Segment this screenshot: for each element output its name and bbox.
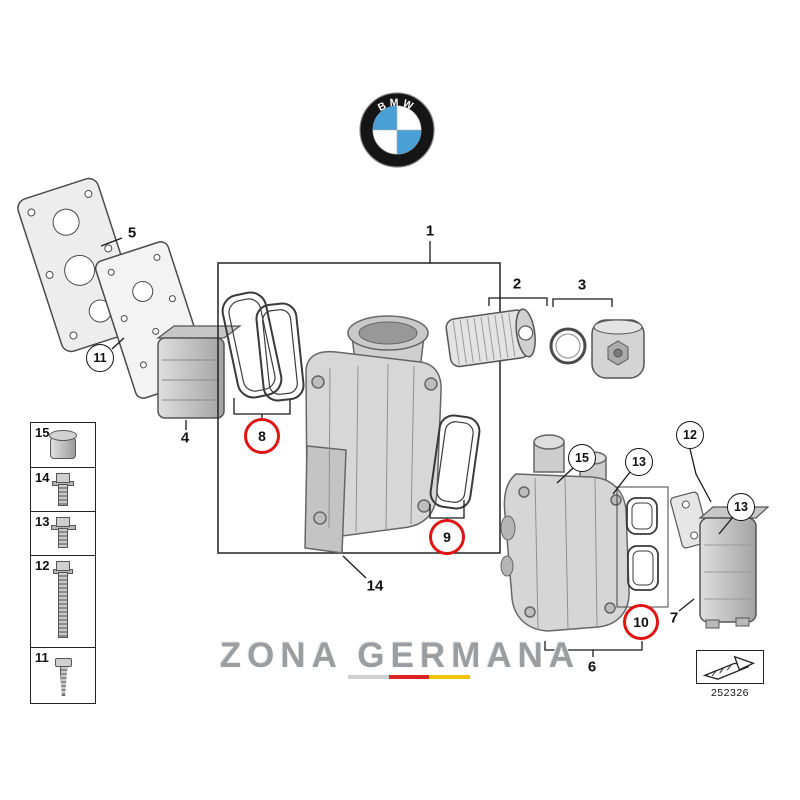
fastener-label: 15 <box>35 425 50 440</box>
callout-2: 2 <box>512 275 522 293</box>
fastener-row-11: 11 <box>31 647 95 703</box>
watermark: ZONA GERMANA <box>0 636 800 676</box>
callout-10: 10 <box>623 604 659 640</box>
fastener-label: 14 <box>35 470 50 485</box>
flag-stripe-black <box>348 675 389 679</box>
callout-8: 8 <box>244 418 280 454</box>
oil-filter-housing-2 <box>500 434 630 632</box>
flag-stripe-red <box>388 675 430 679</box>
callout-9: 9 <box>429 519 465 555</box>
flag-stripe-gold <box>429 675 471 679</box>
bmw-logo-text: BMW <box>376 98 414 114</box>
german-flag-stripe <box>348 675 471 679</box>
watermark-text: ZONA GERMANA <box>219 636 581 675</box>
bmw-roundel-icon: BMW <box>359 92 435 168</box>
profile-gasket-9 <box>429 414 481 510</box>
profile-gasket-10b <box>627 545 659 591</box>
callout-14: 14 <box>366 577 384 595</box>
callout-12: 12 <box>676 421 704 449</box>
profile-gasket-8a <box>221 291 283 399</box>
fastener-label: 12 <box>35 558 50 573</box>
oil-cooler-4 <box>156 325 242 419</box>
oil-filter-element <box>445 308 536 368</box>
svg-text:BMW: BMW <box>376 98 417 114</box>
fastener-row-12: 12 <box>31 555 95 647</box>
fastener-row-14: 14 <box>31 467 95 511</box>
flange-bolt-icon <box>50 525 76 530</box>
screw-icon <box>54 658 72 667</box>
callout-15: 15 <box>568 444 596 472</box>
long-bolt-icon <box>53 569 73 574</box>
callout-5: 5 <box>127 224 137 242</box>
hex-bolt-icon <box>52 481 74 486</box>
fastener-row-13: 13 <box>31 511 95 555</box>
plug-icon <box>49 430 77 459</box>
plate-number-box: 252326 <box>696 650 764 699</box>
profile-gasket-10a <box>626 497 658 535</box>
callout-1: 1 <box>425 222 435 240</box>
filter-cap-3 <box>591 319 645 379</box>
bmw-logo: BMW <box>359 92 435 168</box>
oil-filter-housing <box>304 315 442 554</box>
fastener-table: 15 14 13 12 11 <box>30 422 96 704</box>
callout-6: 6 <box>587 658 597 676</box>
oil-cooler-7 <box>698 506 770 629</box>
profile-gasket-8b <box>255 302 305 402</box>
fastener-row-15: 15 <box>31 423 95 467</box>
plate-number: 252326 <box>710 687 750 699</box>
callout-13-a: 13 <box>625 448 653 476</box>
assembly-box-1 <box>217 262 501 554</box>
direction-arrow-icon <box>696 650 764 684</box>
callout-4: 4 <box>180 429 190 447</box>
fastener-label: 13 <box>35 514 50 529</box>
callout-11: 11 <box>86 344 114 372</box>
callout-7: 7 <box>669 609 679 627</box>
callout-13-b: 13 <box>727 493 755 521</box>
callout-3: 3 <box>577 276 587 294</box>
fastener-label: 11 <box>35 650 49 665</box>
o-ring-3 <box>549 327 587 365</box>
